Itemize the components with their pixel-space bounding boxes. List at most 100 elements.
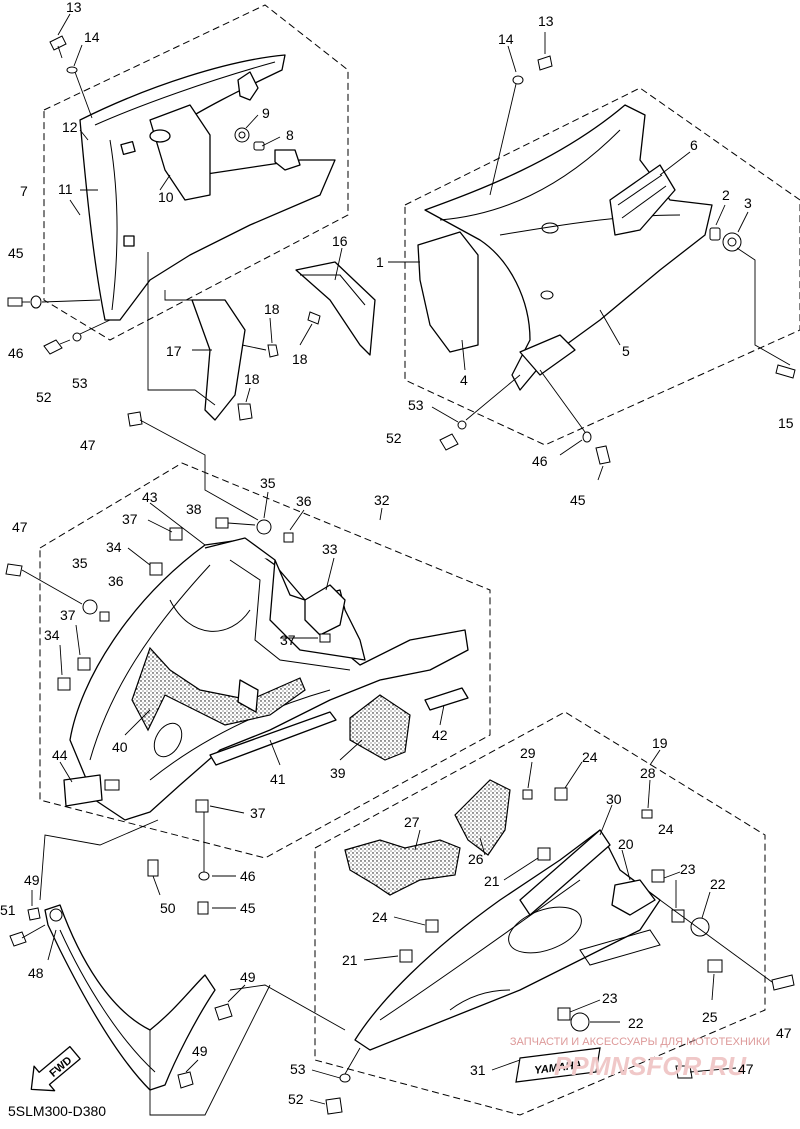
callout-42: 42 — [432, 727, 448, 743]
part-27-seal[interactable] — [344, 839, 461, 896]
part-15-bolt[interactable] — [775, 364, 796, 379]
part-18-screw[interactable] — [267, 344, 279, 358]
part-53-nut[interactable] — [72, 332, 82, 342]
part-6-emblem[interactable] — [609, 164, 676, 236]
part-28-tab[interactable] — [641, 809, 653, 819]
part-26-seal[interactable] — [454, 779, 511, 856]
part-23-collar[interactable] — [671, 909, 685, 923]
callout-14: 14 — [84, 29, 100, 45]
part-46b-grommet[interactable] — [582, 431, 592, 443]
part-13b-bolt[interactable] — [537, 55, 553, 71]
part-47c-bolt[interactable] — [771, 974, 795, 991]
group-right-side-fairing — [388, 32, 800, 481]
callout-49c: 49 — [192, 1043, 208, 1059]
part-37-clip[interactable] — [319, 633, 331, 643]
part-17-inner-panel[interactable] — [191, 299, 246, 421]
part-21-clip[interactable] — [399, 949, 413, 963]
part-14b-washer[interactable] — [512, 75, 524, 85]
part-48-stay[interactable] — [44, 904, 216, 1091]
callout-46c: 46 — [240, 868, 256, 884]
group-32-boundary — [39, 462, 491, 859]
part-2-collar[interactable] — [709, 227, 721, 241]
callout-2: 2 — [722, 187, 730, 203]
callout-21: 21 — [484, 873, 500, 889]
callout-13: 13 — [66, 0, 82, 15]
part-1-right-fairing[interactable] — [424, 104, 713, 391]
callout-46: 46 — [8, 345, 24, 361]
part-20-bracket[interactable] — [611, 879, 656, 916]
part-46-grommet[interactable] — [30, 295, 42, 309]
callout-24b: 24 — [658, 821, 674, 837]
part-45b-bolt[interactable] — [595, 445, 611, 465]
part-16-inner-panel[interactable] — [295, 261, 376, 356]
part-46c-grommet[interactable] — [198, 871, 210, 881]
part-45c-bolt[interactable] — [197, 901, 209, 915]
watermark-tagline: ЗАПЧАСТИ И АКСЕССУАРЫ ДЛЯ МОТОТЕХНИКИ — [510, 1036, 770, 1048]
callout-10: 10 — [158, 189, 174, 205]
callout-53: 53 — [72, 375, 88, 391]
part-36-collar[interactable] — [99, 611, 110, 622]
callout-47c: 47 — [776, 1025, 792, 1041]
part-44-panel[interactable] — [63, 774, 103, 807]
part-22-grommet[interactable] — [690, 917, 710, 937]
callout-51: 51 — [0, 902, 16, 918]
part-52b-screw[interactable] — [439, 433, 459, 451]
part-34-clip[interactable] — [149, 562, 163, 576]
part-33-bracket[interactable] — [304, 584, 346, 636]
callout-28: 28 — [640, 765, 656, 781]
part-53b-nut[interactable] — [457, 420, 467, 430]
part-24-clip[interactable] — [554, 787, 568, 801]
part-10-inner-panel[interactable] — [149, 104, 211, 201]
part-42-strip[interactable] — [424, 687, 469, 711]
callout-49b: 49 — [240, 969, 256, 985]
part-53c-nut[interactable] — [339, 1073, 351, 1083]
part-40-seal[interactable] — [131, 646, 306, 732]
part-31-decal[interactable]: YAMAHA — [515, 1047, 601, 1083]
group-7-boundary — [43, 4, 349, 341]
part-50-screw[interactable] — [147, 859, 159, 877]
callout-17: 17 — [166, 343, 182, 359]
callout-35b: 35 — [72, 555, 88, 571]
part-8-bracket[interactable] — [274, 149, 301, 171]
callout-22b: 22 — [628, 1015, 644, 1031]
callout-44: 44 — [52, 747, 68, 763]
callout-39: 39 — [330, 765, 346, 781]
group-upper-cowl — [5, 411, 491, 915]
callout-24c: 24 — [372, 909, 388, 925]
part-19-under-cowl[interactable] — [354, 829, 661, 1051]
part-25-bolt[interactable] — [707, 959, 723, 973]
callout-11: 11 — [58, 181, 73, 197]
callout-21b: 21 — [342, 952, 358, 968]
part-45-bolt[interactable] — [7, 297, 23, 307]
part-38-screw[interactable] — [215, 517, 229, 529]
callout-48: 48 — [28, 965, 44, 981]
callout-1: 1 — [376, 254, 384, 270]
callout-41: 41 — [270, 771, 286, 787]
callout-36b: 36 — [108, 573, 124, 589]
callout-14b: 14 — [498, 31, 514, 47]
part-35-grommet[interactable] — [82, 599, 98, 615]
callout-19: 19 — [652, 735, 668, 751]
part-4-heat-shield[interactable] — [417, 231, 479, 353]
part-13-bolt[interactable] — [49, 35, 67, 51]
part-39-seal[interactable] — [349, 694, 411, 761]
part-41-strip[interactable] — [209, 711, 337, 766]
part-30-strip[interactable] — [519, 829, 611, 916]
callout-26: 26 — [468, 851, 484, 867]
part-47-bolt[interactable] — [5, 563, 23, 577]
part-32-cowl[interactable] — [69, 539, 469, 821]
callout-45: 45 — [8, 245, 24, 261]
part-14-washer[interactable] — [66, 66, 78, 74]
part-52c-screw[interactable] — [325, 1097, 343, 1115]
callout-5: 5 — [622, 343, 630, 359]
part-49-nut[interactable] — [27, 907, 41, 921]
callout-7: 7 — [20, 183, 28, 199]
part-51-screw[interactable] — [9, 931, 27, 947]
part-52-screw[interactable] — [43, 339, 63, 355]
callout-45c: 45 — [240, 900, 256, 916]
callout-40: 40 — [112, 739, 128, 755]
part-29-collar[interactable] — [522, 789, 533, 800]
fwd-arrow-icon: FWD — [30, 1045, 81, 1092]
callout-52: 52 — [36, 389, 52, 405]
callout-47b: 47 — [12, 519, 28, 535]
